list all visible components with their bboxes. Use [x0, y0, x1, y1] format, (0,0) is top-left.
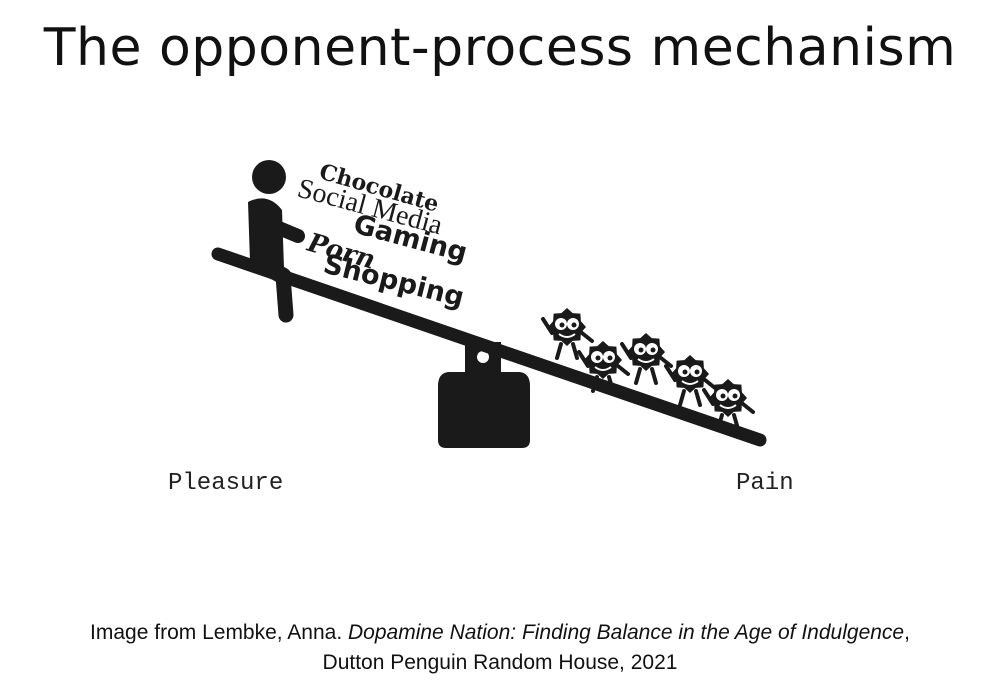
gremlin-icon	[577, 341, 630, 393]
gremlin-icon	[620, 333, 673, 385]
credit-suffix: ,	[904, 621, 910, 644]
credit-prefix: Image from Lembke, Anna.	[90, 621, 349, 644]
gremlin-icon	[541, 308, 594, 360]
slide-title: The opponent-process mechanism	[43, 18, 957, 78]
image-credit: Image from Lembke, Anna. Dopamine Nation…	[0, 618, 1000, 678]
gremlin-icon	[664, 355, 717, 407]
credit-book-title: Dopamine Nation: Finding Balance in the …	[348, 621, 905, 644]
fulcrum-pivot	[477, 351, 489, 363]
pain-gremlins	[541, 308, 755, 431]
gremlin-icon	[702, 379, 755, 431]
credit-publisher: Dutton Penguin Random House, 2021	[322, 651, 678, 674]
fulcrum-weight	[438, 372, 530, 448]
pain-label: Pain	[736, 470, 794, 497]
pleasure-label: Pleasure	[168, 470, 284, 497]
seesaw-plank	[211, 247, 767, 447]
person-icon	[248, 160, 305, 323]
